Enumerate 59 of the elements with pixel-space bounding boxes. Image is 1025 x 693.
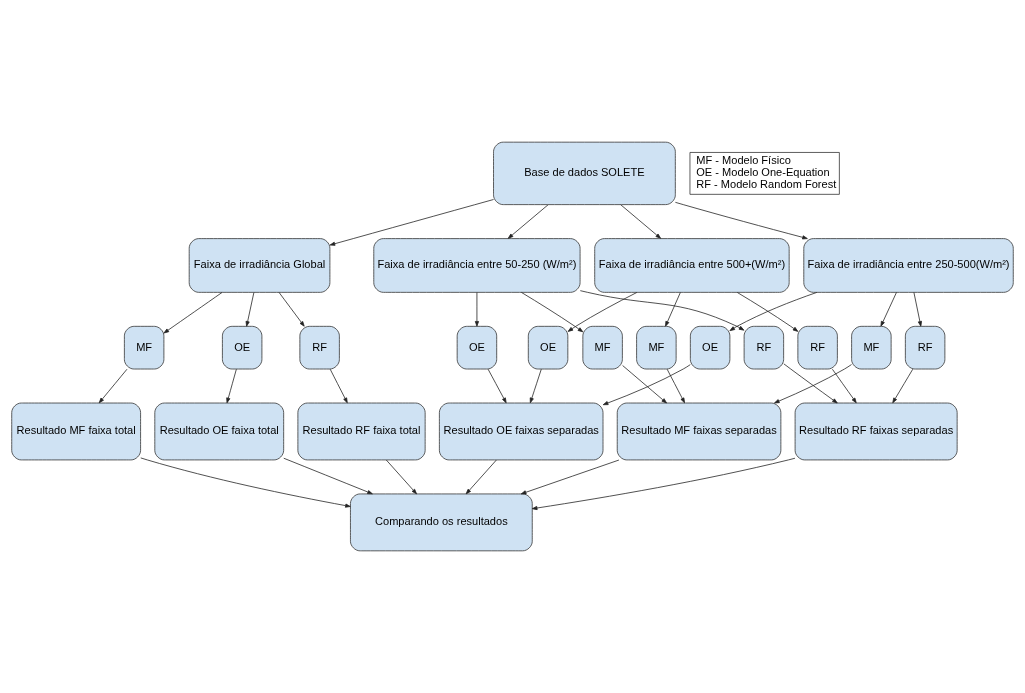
arrow: [736, 292, 799, 332]
arrow: [880, 292, 897, 327]
arrow: [602, 364, 691, 406]
node-box: MF: [636, 325, 677, 370]
arrow: [783, 363, 838, 404]
arrow: [140, 457, 351, 508]
arrow: [520, 291, 584, 333]
node-box: MF: [582, 325, 623, 370]
node-box: RF: [904, 325, 946, 370]
arrow: [226, 368, 237, 404]
arrow: [567, 292, 638, 332]
arrow: [474, 292, 479, 327]
node-box: Resultado MF faixa total: [11, 402, 141, 461]
node-box: RF: [797, 325, 838, 370]
arrow: [675, 201, 808, 240]
node-box: Faixa de irradiância entre 50-250 (W/m²): [373, 238, 581, 293]
node-box: MF: [124, 325, 165, 370]
node-box: RF: [743, 325, 785, 370]
arrow: [507, 204, 549, 239]
node-box: Resultado MF faixas separadas: [616, 402, 782, 461]
node-box: RF: [299, 325, 340, 370]
arrow: [329, 368, 348, 404]
arrow: [774, 364, 852, 404]
node-box: Resultado OE faixa total: [154, 402, 285, 461]
arrow: [487, 368, 507, 404]
node-box: Resultado OE faixas separadas: [439, 402, 604, 461]
arrow: [620, 204, 661, 239]
node-box: Comparando os resultados: [350, 493, 533, 552]
arrow: [98, 368, 128, 404]
node-box: Faixa de irradiância entre 500+(W/m²): [594, 238, 790, 293]
arrow: [665, 292, 681, 327]
arrow: [913, 292, 922, 327]
node-box: OE: [527, 325, 569, 370]
arrow: [163, 292, 223, 334]
arrow: [520, 459, 620, 495]
arrow: [579, 290, 745, 331]
node-box: OE: [689, 325, 731, 370]
node-box: Resultado RF faixas separadas: [794, 402, 958, 461]
node-box: MF: [851, 325, 892, 370]
arrow: [465, 459, 497, 495]
arrow: [278, 292, 305, 327]
arrow: [666, 368, 685, 404]
node-box: OE: [456, 325, 498, 370]
arrow: [245, 292, 255, 327]
node-box: OE: [222, 325, 263, 370]
node-box: Faixa de irradiância entre 250-500(W/m²): [803, 238, 1014, 293]
arrow: [531, 457, 796, 511]
node-box: Faixa de irradiância Global: [188, 238, 331, 293]
arrow: [622, 365, 667, 404]
arrow: [529, 368, 542, 404]
arrow: [832, 368, 857, 404]
node-box: MF - Modelo Físico OE - Modelo One-Equation RF - Modelo Random Forest: [689, 152, 840, 195]
node-box: Base de dados SOLETE: [493, 141, 676, 205]
node-box: Resultado RF faixa total: [297, 402, 426, 461]
arrow: [283, 457, 373, 495]
arrow: [329, 199, 494, 246]
arrow: [385, 459, 417, 495]
arrow: [729, 292, 818, 332]
arrow: [892, 368, 914, 404]
